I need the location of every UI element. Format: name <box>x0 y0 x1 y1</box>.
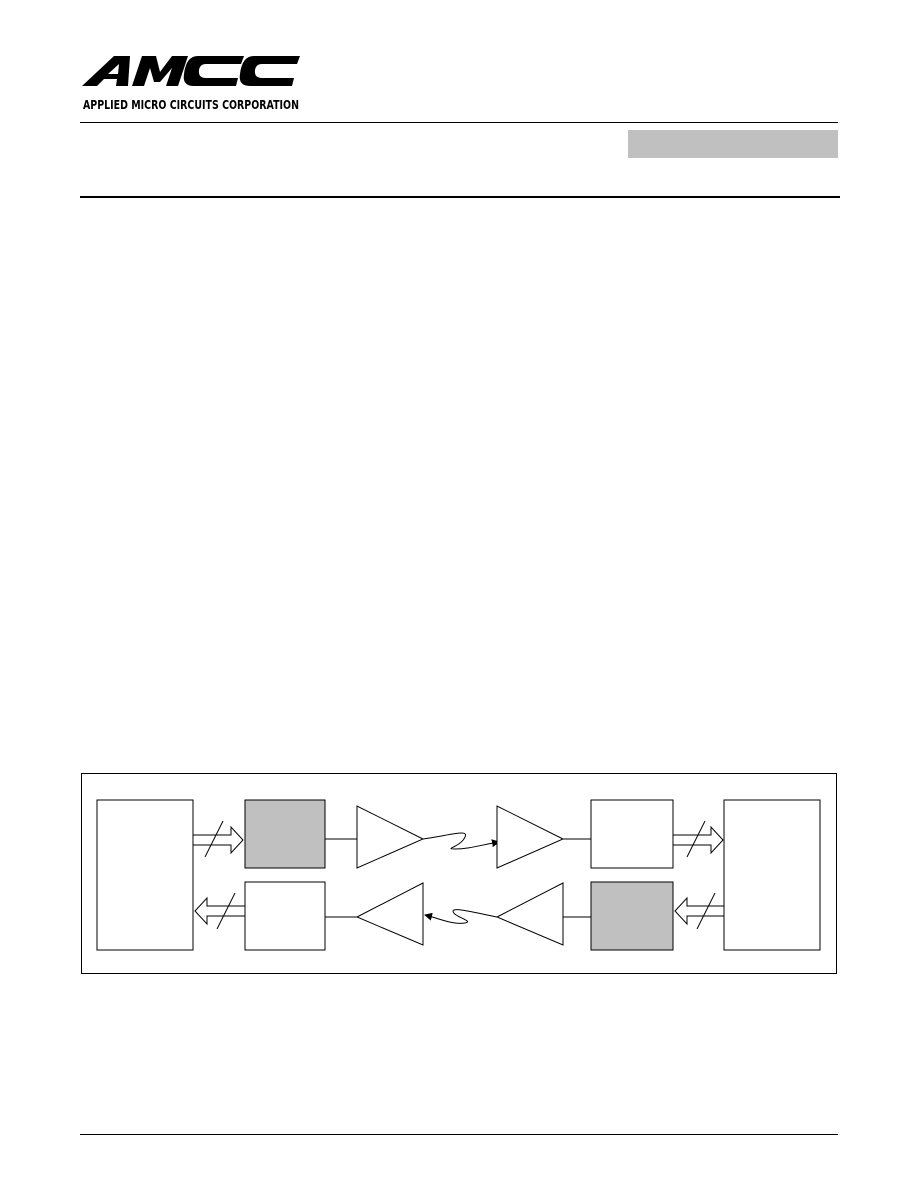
receiver-block <box>590 799 674 869</box>
tx-driver-triangle <box>356 805 425 869</box>
tx-input-bus-arrow <box>192 825 244 855</box>
return-link-signal <box>424 909 498 924</box>
logo-company-name: APPLIED MICRO CIRCUITS CORPORATION <box>83 98 299 112</box>
left-system-block <box>96 799 194 951</box>
transmitter-block <box>244 799 326 869</box>
right-system-block <box>723 799 821 951</box>
footer-rule <box>80 1134 838 1135</box>
title-rule <box>80 196 840 198</box>
return-driver-triangle <box>495 882 564 946</box>
tx-link-signal <box>422 832 500 850</box>
part-number-badge <box>628 130 838 158</box>
logo-wordmark <box>82 56 300 86</box>
return-transmitter-block <box>590 881 674 951</box>
rx-amplifier-triangle <box>496 805 565 869</box>
amcc-logo: APPLIED MICRO CIRCUITS CORPORATION <box>82 56 300 112</box>
return-amplifier-triangle <box>355 882 424 946</box>
bus-width-slash <box>696 892 716 930</box>
return-receiver-block <box>244 881 326 951</box>
rx-output-bus-arrow <box>672 825 724 855</box>
return-input-bus-arrow <box>674 896 725 926</box>
bus-width-slash <box>686 820 706 858</box>
header-rule <box>80 122 838 123</box>
return-output-bus-arrow <box>194 896 246 926</box>
bus-width-slash <box>216 892 236 930</box>
system-block-diagram <box>81 773 837 974</box>
diagram-frame <box>81 773 837 974</box>
bus-width-slash <box>204 820 224 858</box>
